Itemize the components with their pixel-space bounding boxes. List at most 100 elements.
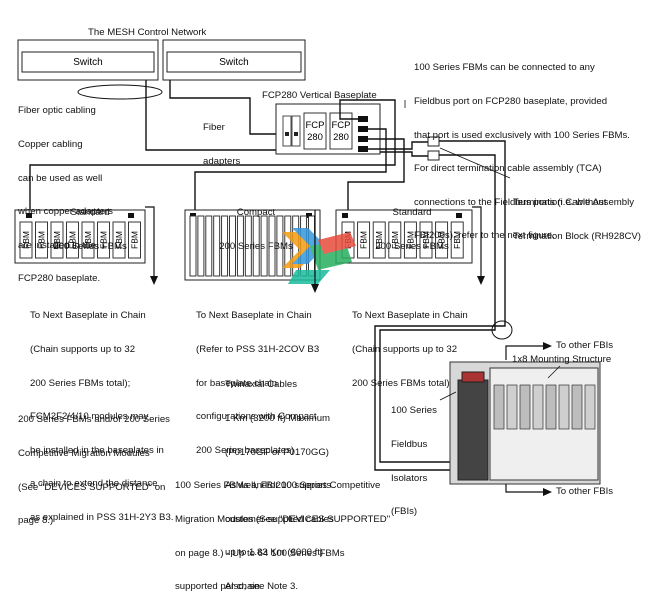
- compact-chain-note-line: To Next Baseplate in Chain: [196, 310, 312, 322]
- to-other-fbis-top-line: [505, 345, 548, 360]
- left-chain-note-line: To Next Baseplate in Chain: [30, 310, 146, 322]
- trunk-100series-outer: [374, 140, 506, 471]
- mounting-structure-label: 1x8 Mounting Structure: [512, 354, 612, 365]
- switch-left-label: Switch: [73, 57, 102, 68]
- switch-right-label: Switch: [219, 57, 248, 68]
- baseplate-compact-conn-b: [306, 213, 312, 218]
- tca-label: Termination Cable Assembly Termination B…: [513, 175, 641, 253]
- fbm-slot: [276, 215, 284, 277]
- baseplate-compact-conn-a: [190, 213, 196, 218]
- to-other-fbis-top: To other FBIs: [556, 340, 614, 351]
- cable-switch-right: [169, 80, 282, 135]
- twinaxial-note-line: (P0170GF or P0170GG): [225, 446, 329, 458]
- fbm100-note-line: Fieldbus port on FCP280 baseplate, provi…: [414, 96, 608, 108]
- fbm100-bottom-note-line: Migration Modules (See "DEVICES SUPPORTE…: [175, 514, 391, 526]
- right-chain-note-line: (Chain supports up to 32: [352, 344, 458, 356]
- fieldbus-cable-left: [29, 99, 396, 212]
- network-title: The MESH Control Network: [88, 27, 207, 38]
- fbm-slot: [189, 215, 197, 277]
- fieldbus-port-3: [358, 136, 368, 142]
- fbm-slot-label: FBM: [114, 231, 124, 249]
- rack-module: [545, 384, 557, 430]
- competitive-note-line: page 8.): [18, 515, 54, 527]
- twinaxial-note-line: 1 Km (3200 ft) Maximum: [225, 413, 331, 425]
- fiber-note-line: FCP280 baseplate.: [18, 273, 101, 285]
- fbm-slot: [229, 215, 236, 277]
- fiber-adapters-line: Fiber: [203, 122, 225, 134]
- switch-left: [21, 51, 155, 73]
- fbm-slot-label: FBM: [359, 231, 369, 249]
- fbm-slot: [81, 221, 95, 259]
- fiber-note-line: are installed in the: [18, 239, 96, 251]
- fieldbus-isolators-line: Fieldbus: [391, 439, 428, 451]
- compact-chain-note: To Next Baseplate in Chain (Refer to PSS…: [196, 288, 319, 467]
- mounting-callout: [547, 365, 561, 379]
- tca-label-line: Termination Block (RH928CV): [513, 231, 641, 243]
- standard-left-title-line: 200 Series FBMs: [53, 241, 127, 253]
- fieldbus-port-1: [358, 116, 368, 122]
- fbm100-note: 100 Series FBMs can be connected to any …: [414, 40, 630, 253]
- tca-callout: [439, 147, 511, 179]
- left-chain-note-line: 200 Series FBMs total);: [30, 377, 131, 389]
- fieldbus-isolators-line: 100 Series: [391, 405, 437, 417]
- compact-chain-note-line: configurations with Compact: [196, 411, 317, 423]
- fbm-slot: [128, 221, 141, 259]
- chain-arrowhead-right: [477, 276, 485, 285]
- twinaxial-note-line: Twinaxial Cables: [225, 379, 297, 391]
- fbm-slot: [450, 221, 464, 259]
- compact-chain-note-line: for baseplate chain: [196, 377, 278, 389]
- fbm-slot-label: FBM: [130, 231, 140, 249]
- fieldbus-port-4: [358, 146, 368, 152]
- rack-module: [571, 384, 583, 430]
- rack-module: [558, 384, 570, 430]
- fbm100-bottom-note-line: on page 8.) - Up to 64 100 Series FBMs: [175, 547, 345, 559]
- fiber-adapter-2: [291, 115, 301, 147]
- right-chain-note-line: 200 Series FBMs total): [352, 377, 450, 389]
- compact-title: Compact 200 Series FBMs: [206, 185, 306, 263]
- fieldbus-cable-compact: [194, 128, 387, 212]
- fiber-note: Fiber optic cabling Copper cabling can b…: [18, 83, 113, 296]
- fcp-module-1-num: 280: [307, 132, 323, 143]
- fbm100-note-line: that port is used exclusively with 100 S…: [414, 129, 630, 141]
- tca-label-line: Termination Cable Assembly: [513, 197, 635, 209]
- fbm-slot: [357, 221, 371, 259]
- rack-module: [584, 384, 596, 430]
- compact-chain-note-line: (Refer to PSS 31H-2COV B3: [196, 344, 320, 356]
- baseplate-right-conn-a: [342, 213, 348, 218]
- competitive-note-line: (See "DEVICES SUPPORTED" on: [18, 481, 166, 493]
- fbm-slot: [205, 215, 213, 277]
- right-chain-note-line: To Next Baseplate in Chain: [352, 310, 468, 322]
- fbm-slot-label: FBM: [390, 231, 400, 249]
- fbm-slot: [35, 221, 48, 259]
- fbm-slot-label: FBM: [405, 231, 415, 249]
- fbm-slot: [236, 215, 244, 277]
- to-other-fbis-bottom: To other FBIs: [556, 486, 614, 497]
- rack-module: [506, 384, 518, 430]
- fbm-slot: [372, 221, 386, 259]
- trunk-100series-inner: [379, 154, 496, 463]
- cable-switch-left: [145, 80, 282, 151]
- fbm-slot: [284, 215, 292, 277]
- fiber-note-line: Fiber optic cabling: [18, 105, 96, 117]
- chain-arrowhead-left: [150, 276, 158, 285]
- standard-right-title: Standard 200 Series FBMs: [362, 185, 462, 263]
- fiber-adapter-1: [282, 115, 292, 147]
- left-chain-note-line: be installed in the baseplates in: [30, 444, 164, 456]
- competitive-note-line: Competitive Migration Modules: [18, 448, 150, 460]
- fbi-callout: [439, 391, 457, 401]
- trunk-ellipse: [491, 320, 513, 340]
- rack-module: [493, 384, 505, 430]
- fbm100-note-line: FBI200s), refer to the next figure.: [414, 230, 555, 242]
- standard-left-title-line: Standard: [70, 207, 110, 219]
- fbm-slot: [19, 221, 33, 259]
- fcp-module-2-num: 280: [333, 132, 349, 143]
- fiber-adapters-line: adapters: [203, 156, 241, 168]
- to-other-fbis-bottom-line: [505, 484, 548, 493]
- baseplate-left-conn-a: [26, 213, 32, 218]
- fieldbus-isolators-label: 100 Series Fieldbus Isolators (FBIs): [391, 383, 437, 529]
- fbm-slot: [388, 221, 402, 259]
- fbm-slot: [50, 221, 64, 259]
- fbm100-bottom-note: 100 Series FBMs and/or 100 Series Compet…: [175, 458, 390, 604]
- fieldbus-port-2: [358, 126, 368, 132]
